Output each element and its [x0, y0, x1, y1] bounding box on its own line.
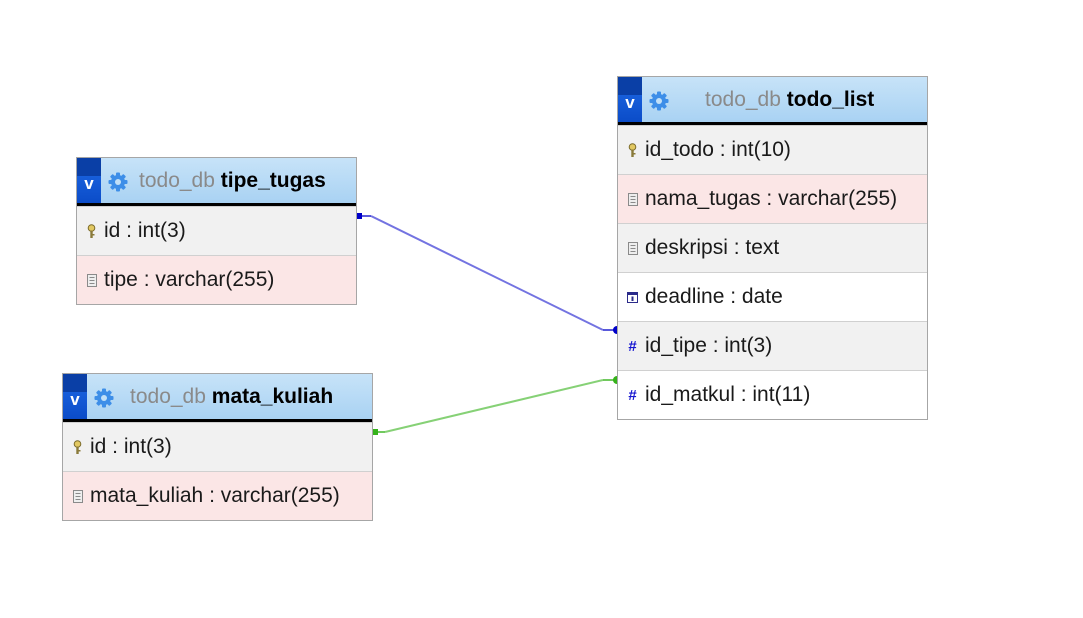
table-header[interactable]: v todo_db tipe_tugas [77, 158, 356, 206]
text-field-icon [626, 192, 639, 206]
text-field-icon [626, 241, 639, 255]
collapse-toggle-button[interactable]: v [63, 374, 87, 419]
database-name: todo_db [139, 169, 215, 192]
table-title: todo_db todo_list [705, 77, 874, 122]
column-label: tipe : varchar(255) [104, 268, 275, 291]
collapse-toggle-button[interactable]: v [618, 77, 642, 122]
table-name: tipe_tugas [220, 169, 326, 192]
gear-icon[interactable] [94, 388, 114, 408]
database-name: todo_db [705, 88, 781, 111]
column-row-id[interactable]: id : int(3) [77, 206, 356, 255]
table-name: mata_kuliah [211, 385, 334, 408]
text-field-icon [85, 273, 98, 287]
column-row-nama-tugas[interactable]: nama_tugas : varchar(255) [618, 174, 927, 223]
number-icon: # [628, 337, 637, 355]
column-label: deadline : date [645, 285, 783, 308]
relation-mata-kuliah-todo-list[interactable] [372, 376, 621, 435]
table-header[interactable]: v todo_db todo_list [618, 77, 927, 125]
column-label: mata_kuliah : varchar(255) [90, 484, 340, 507]
gear-icon[interactable] [108, 172, 128, 192]
column-row-id[interactable]: id : int(3) [63, 422, 372, 471]
gear-icon[interactable] [649, 91, 669, 111]
column-label: id : int(3) [90, 435, 172, 458]
text-field-icon [71, 489, 84, 503]
table-tipe-tugas[interactable]: v todo_db tipe_tugas id : int(3) tipe : … [76, 157, 357, 305]
relation-line-matkul-diagonal[interactable] [384, 379, 604, 433]
column-label: id_todo : int(10) [645, 138, 791, 161]
column-row-deskripsi[interactable]: deskripsi : text [618, 223, 927, 272]
table-todo-list[interactable]: v todo_db todo_list id_todo : int(10) na… [617, 76, 928, 420]
table-mata-kuliah[interactable]: v todo_db mata_kuliah id : int(3) mata_k… [62, 373, 373, 521]
column-row-deadline[interactable]: deadline : date [618, 272, 927, 321]
number-icon: # [628, 386, 637, 404]
column-row-tipe[interactable]: tipe : varchar(255) [77, 255, 356, 304]
key-icon [626, 142, 639, 158]
database-name: todo_db [130, 385, 206, 408]
column-row-mata-kuliah[interactable]: mata_kuliah : varchar(255) [63, 471, 372, 520]
column-row-id-matkul[interactable]: # id_matkul : int(11) [618, 370, 927, 419]
column-row-id-todo[interactable]: id_todo : int(10) [618, 125, 927, 174]
relation-line-tipe-diagonal[interactable] [370, 215, 604, 331]
relation-tipe-tugas-todo-list[interactable] [356, 213, 621, 334]
table-name: todo_list [786, 88, 875, 111]
date-icon [626, 291, 639, 303]
table-title: todo_db tipe_tugas [139, 158, 326, 203]
key-icon [85, 223, 98, 239]
collapse-toggle-button[interactable]: v [77, 158, 101, 203]
column-label: id : int(3) [104, 219, 186, 242]
table-title: todo_db mata_kuliah [130, 374, 333, 419]
column-row-id-tipe[interactable]: # id_tipe : int(3) [618, 321, 927, 370]
column-label: deskripsi : text [645, 236, 780, 259]
column-label: id_matkul : int(11) [645, 383, 811, 406]
key-icon [71, 439, 84, 455]
table-header[interactable]: v todo_db mata_kuliah [63, 374, 372, 422]
column-label: nama_tugas : varchar(255) [645, 187, 898, 210]
column-label: id_tipe : int(3) [645, 334, 773, 357]
